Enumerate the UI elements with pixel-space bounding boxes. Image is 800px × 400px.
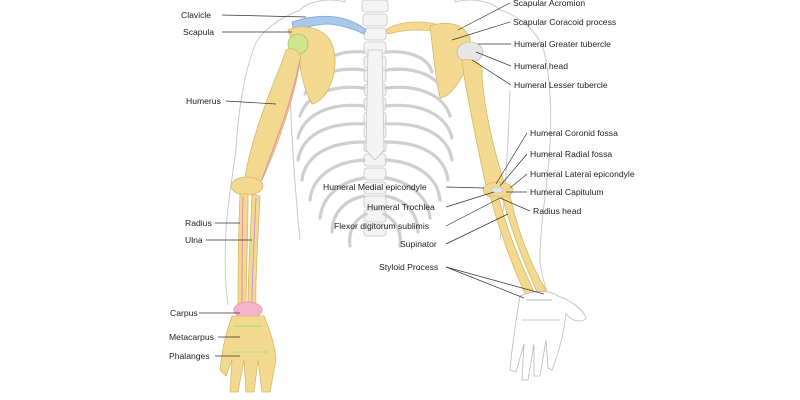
label-humeral-head: Humeral head [514,61,568,71]
label-styloid-process: Styloid Process [379,262,438,272]
label-humerus: Humerus [186,96,221,106]
leader-humeral-head [475,51,512,67]
label-flexor-digitorum: Flexor digitorum sublimis [334,221,429,231]
leader-styloid-process-1 [445,266,525,299]
left-labels: Clavicle Scapula Humerus Radius Ulna Car… [169,10,307,361]
right-labels: Scapular Acromion Scapular Coracoid proc… [451,0,635,216]
label-radius-head: Radius head [533,206,581,216]
leader-scapular-acromion [457,2,511,31]
left-arm-bones [219,16,367,393]
center-labels: Humeral Medial epicondyle Humeral Trochl… [323,182,545,299]
label-metacarpus: Metacarpus [169,332,214,342]
label-humeral-trochlea: Humeral Trochlea [367,202,435,212]
label-humeral-lesser-tubercle: Humeral Lesser tubercle [514,80,608,90]
leader-humeral-lateral-epicondyle [509,173,528,189]
label-humeral-medial-epicondyle: Humeral Medial epicondyle [323,182,427,192]
right-arm-bones [385,21,587,381]
leader-humeral-coronid-fossa [495,132,528,185]
leader-humeral-medial-epicondyle [445,186,485,189]
label-humeral-radial-fossa: Humeral Radial fossa [530,149,612,159]
leader-humerus [225,100,277,105]
label-humeral-greater-tubercle: Humeral Greater tubercle [514,39,611,49]
label-radius: Radius [185,218,212,228]
leader-humeral-radial-fossa [499,153,528,187]
label-scapular-acromion: Scapular Acromion [513,0,585,8]
leader-humeral-trochlea [445,191,495,208]
label-humeral-coronid-fossa: Humeral Coronid fossa [530,128,618,138]
label-ulna: Ulna [185,235,203,245]
label-scapula: Scapula [183,27,214,37]
body-outline [224,0,552,306]
leader-clavicle [221,14,307,18]
label-scapular-coracoid: Scapular Coracoid process [513,17,616,27]
label-phalanges: Phalanges [169,351,210,361]
leader-supinator [445,213,509,245]
leader-styloid-process-2 [445,266,545,295]
leader-humeral-lesser-tubercle [471,59,512,86]
rib-cage [296,49,454,248]
leader-flexor-digitorum [445,197,501,227]
label-humeral-capitulum: Humeral Capitulum [530,187,604,197]
label-carpus: Carpus [170,308,198,318]
leader-scapular-coracoid [451,21,511,41]
label-clavicle: Clavicle [181,10,211,20]
label-supinator: Supinator [400,239,437,249]
label-humeral-lateral-epicondyle: Humeral Lateral epicondyle [530,169,635,179]
leader-radius-head [499,197,531,212]
